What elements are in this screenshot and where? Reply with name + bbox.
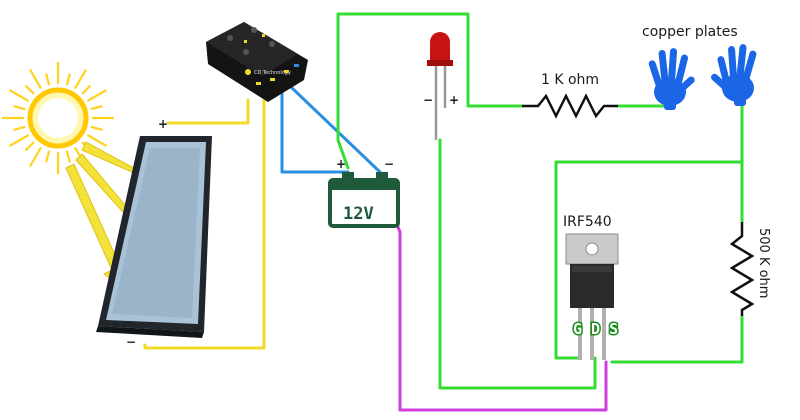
sun-ray	[8, 134, 30, 147]
wire-controller-battery-negative	[290, 86, 382, 174]
wire-controller-battery-positive	[280, 90, 350, 174]
charge-controller-icon: CD Technology	[206, 22, 308, 102]
wire-500k-source	[610, 314, 744, 364]
sun-ray	[81, 84, 92, 95]
sun-ray	[13, 125, 26, 131]
hand-icon-right	[711, 44, 757, 106]
sun-ray	[86, 134, 108, 147]
solar-panel-icon: + −	[96, 117, 212, 349]
hand-icon-left	[648, 48, 695, 110]
wire-panel-positive	[166, 98, 250, 125]
led-negative-label: −	[423, 93, 433, 107]
mosfet-pin-labels: G D S	[573, 320, 618, 338]
sun-ray	[45, 73, 51, 86]
sun-ray	[13, 105, 26, 111]
mosfet-icon: IRF540 G D S	[563, 214, 620, 360]
led-positive-label: +	[449, 93, 459, 107]
resistor-1k-label: 1 K ohm	[541, 72, 599, 88]
battery-voltage-label: 12V	[343, 204, 374, 224]
sun-ray	[24, 84, 35, 95]
wire-battery-led	[336, 12, 470, 170]
sun-ray	[65, 73, 71, 86]
sun-ray	[74, 68, 87, 90]
panel-positive-label: +	[158, 117, 168, 131]
sun-ray	[29, 68, 42, 90]
resistor-500k-icon: 500 K ohm	[729, 222, 771, 316]
battery-icon: 12V + −	[328, 157, 400, 228]
led-icon: − +	[423, 32, 459, 140]
sun-ray	[90, 125, 103, 131]
resistor-500k-label: 500 K ohm	[756, 228, 771, 298]
sun-ray	[45, 150, 51, 163]
panel-negative-label: −	[126, 335, 136, 349]
sun-ray	[65, 150, 71, 163]
wire-panel-negative	[143, 98, 266, 350]
sun-icon	[2, 62, 174, 293]
sun-ray	[8, 89, 30, 102]
resistor-1k-icon: 1 K ohm	[522, 72, 618, 119]
battery-positive-label: +	[336, 157, 346, 171]
controller-brand-label: CD Technology	[254, 70, 291, 76]
sun-ray	[29, 146, 42, 168]
copper-plates-label: copper plates	[642, 24, 738, 40]
sun-ray	[24, 141, 35, 152]
sun-ray	[90, 105, 103, 111]
battery-negative-label: −	[384, 157, 394, 171]
wire-hand-gate	[554, 98, 744, 360]
mosfet-label: IRF540	[563, 214, 612, 230]
wire-led-drain	[438, 138, 597, 390]
sun-ray	[86, 89, 108, 102]
